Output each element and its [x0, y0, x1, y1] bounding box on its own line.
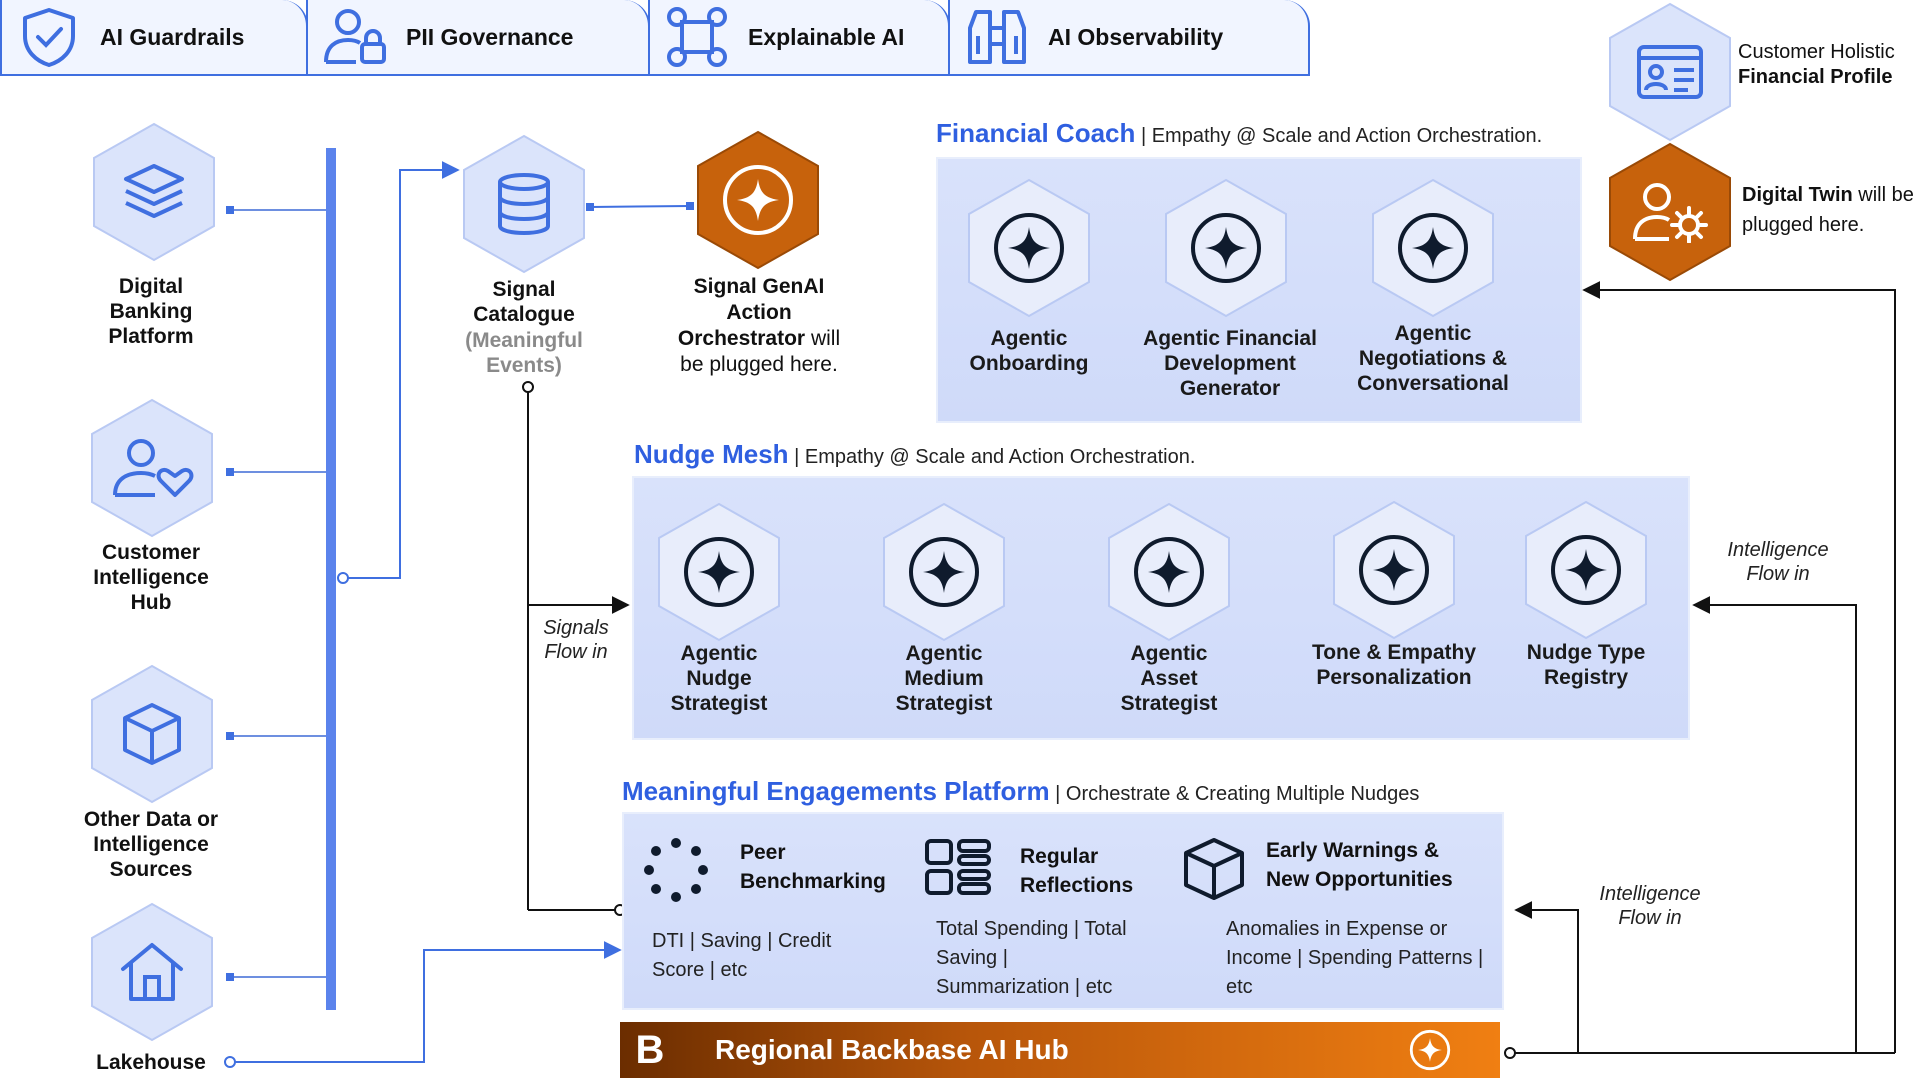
agent-tone-empathy[interactable]	[1332, 500, 1456, 640]
digital-twin-title: Digital Twin	[1742, 184, 1853, 206]
agent-label: Agentic Financial Development Generator	[1143, 327, 1317, 400]
genai-label: Signal GenAI Action Orchestrator will be…	[664, 274, 854, 378]
agent-label: Agentic Asset Strategist	[1120, 642, 1218, 715]
nudge-mesh-title: Nudge Mesh | Empathy @ Scale and Action …	[634, 439, 1195, 470]
agent-nudge-type-registry[interactable]	[1524, 500, 1648, 640]
tab-label: Explainable AI	[748, 23, 905, 50]
source-customer-intelligence-hub[interactable]	[90, 398, 214, 538]
backbase-logo-icon: B	[628, 1028, 672, 1072]
agent-label: Agentic Nudge Strategist	[670, 642, 768, 715]
mep-heading: Meaningful Engagements Platform	[622, 776, 1050, 806]
mep-item-title: Regular Reflections	[1020, 845, 1134, 897]
hub-logo-letter: B	[635, 1028, 665, 1072]
financial-coach-subtitle: | Empathy @ Scale and Action Orchestrati…	[1135, 125, 1543, 147]
agent-label: Agentic Onboarding	[969, 327, 1089, 375]
cube-icon	[119, 701, 185, 767]
agent-medium-strategist[interactable]	[882, 502, 1006, 642]
mep-item-desc: DTI | Saving | Credit Score | etc	[652, 930, 832, 981]
user-gear-icon	[1631, 181, 1709, 243]
sparkle-icon	[907, 535, 981, 609]
agent-label: Agentic Medium Strategist	[895, 642, 993, 715]
digital-twin-suffix: will be plugged here.	[1742, 184, 1914, 236]
agent-negotiations[interactable]	[1371, 178, 1495, 318]
mep-item-desc: Anomalies in Expense or Income | Spendin…	[1226, 918, 1484, 998]
signal-catalogue-node[interactable]	[462, 134, 586, 274]
sparkle-icon	[992, 211, 1066, 285]
nudge-mesh-subtitle: | Empathy @ Scale and Action Orchestrati…	[788, 446, 1196, 468]
sparkle-icon	[1409, 1029, 1451, 1076]
signals-flow-label: Signals Flow in	[543, 617, 609, 663]
sparkle-icon	[721, 163, 795, 237]
tab-ai-observability[interactable]: AI Observability	[948, 0, 1310, 76]
sparkle-icon	[1132, 535, 1206, 609]
layers-icon	[122, 162, 186, 222]
signal-catalogue-title: Signal Catalogue	[473, 278, 575, 326]
mep-panel	[622, 812, 1504, 1010]
shield-check-icon	[14, 2, 84, 72]
genai-suffix: will be plugged here.	[680, 327, 841, 376]
binoculars-icon	[962, 2, 1032, 72]
sparkle-icon	[682, 535, 756, 609]
user-lock-icon	[320, 2, 390, 72]
customer-profile-label: Customer Holistic Financial Profile	[1738, 40, 1895, 90]
mep-item-title: Peer Benchmarking	[740, 841, 886, 893]
digital-twin-node[interactable]	[1608, 142, 1732, 282]
dots-circle-icon	[642, 836, 710, 909]
source-digital-banking[interactable]	[92, 122, 216, 262]
digital-twin-label: Digital Twin will be plugged here.	[1742, 180, 1918, 240]
source-lakehouse[interactable]	[90, 902, 214, 1042]
tab-explainable-ai[interactable]: Explainable AI	[648, 0, 950, 76]
genai-title: Signal GenAI Action Orchestrator	[677, 275, 825, 350]
network-nodes-icon	[662, 2, 732, 72]
source-label: Lakehouse	[96, 1051, 206, 1074]
mep-title: Meaningful Engagements Platform | Orches…	[622, 776, 1419, 807]
profile-line2: Financial Profile	[1738, 66, 1893, 88]
agent-label: Nudge Type Registry	[1526, 641, 1646, 689]
tab-label: AI Observability	[1048, 23, 1224, 50]
mep-item-desc: Total Spending | Total Saving | Summariz…	[936, 918, 1127, 998]
tab-pii-governance[interactable]: PII Governance	[306, 0, 650, 76]
source-label: Other Data or Intelligence Sources	[83, 808, 219, 881]
tab-label: AI Guardrails	[100, 23, 245, 50]
agent-nudge-strategist[interactable]	[657, 502, 781, 642]
agent-onboarding[interactable]	[967, 178, 1091, 318]
regional-ai-hub-bar[interactable]: B Regional Backbase AI Hub	[620, 1022, 1500, 1078]
intelligence-flow-label-top: Intelligence Flow in	[1727, 539, 1829, 585]
tab-label: PII Governance	[406, 23, 574, 50]
nudge-mesh-heading: Nudge Mesh	[634, 439, 789, 469]
sparkle-icon	[1189, 211, 1263, 285]
sparkle-icon	[1396, 211, 1470, 285]
customer-profile-node[interactable]	[1608, 2, 1732, 142]
agent-label: Tone & Empathy Personalization	[1311, 641, 1477, 689]
tab-ai-guardrails[interactable]: AI Guardrails	[0, 0, 308, 76]
hub-title: Regional Backbase AI Hub	[715, 1034, 1069, 1065]
source-label: Digital Banking Platform	[108, 275, 194, 348]
database-icon	[496, 172, 552, 236]
home-icon	[119, 941, 185, 1003]
agent-financial-development[interactable]	[1164, 178, 1288, 318]
cube-icon	[1180, 836, 1248, 907]
user-heart-icon	[109, 437, 195, 499]
intelligence-flow-label-bottom: Intelligence Flow in	[1599, 883, 1701, 929]
sparkle-icon	[1549, 533, 1623, 607]
profile-line1: Customer Holistic	[1738, 41, 1895, 63]
grid-layout-icon	[924, 838, 992, 901]
financial-coach-title: Financial Coach | Empathy @ Scale and Ac…	[936, 118, 1542, 149]
mep-item-title: Early Warnings & New Opportunities	[1266, 839, 1453, 891]
mep-subtitle: | Orchestrate & Creating Multiple Nudges	[1049, 783, 1420, 805]
financial-coach-heading: Financial Coach	[936, 118, 1136, 148]
id-card-icon	[1636, 44, 1704, 100]
agent-asset-strategist[interactable]	[1107, 502, 1231, 642]
signal-catalogue-subtitle: (Meaningful Events)	[465, 329, 583, 377]
source-label: Customer Intelligence Hub	[93, 541, 209, 614]
agent-label: Agentic Negotiations & Conversational	[1357, 322, 1509, 395]
source-other-data[interactable]	[90, 664, 214, 804]
genai-orchestrator-node[interactable]	[696, 130, 820, 270]
sparkle-icon	[1357, 533, 1431, 607]
